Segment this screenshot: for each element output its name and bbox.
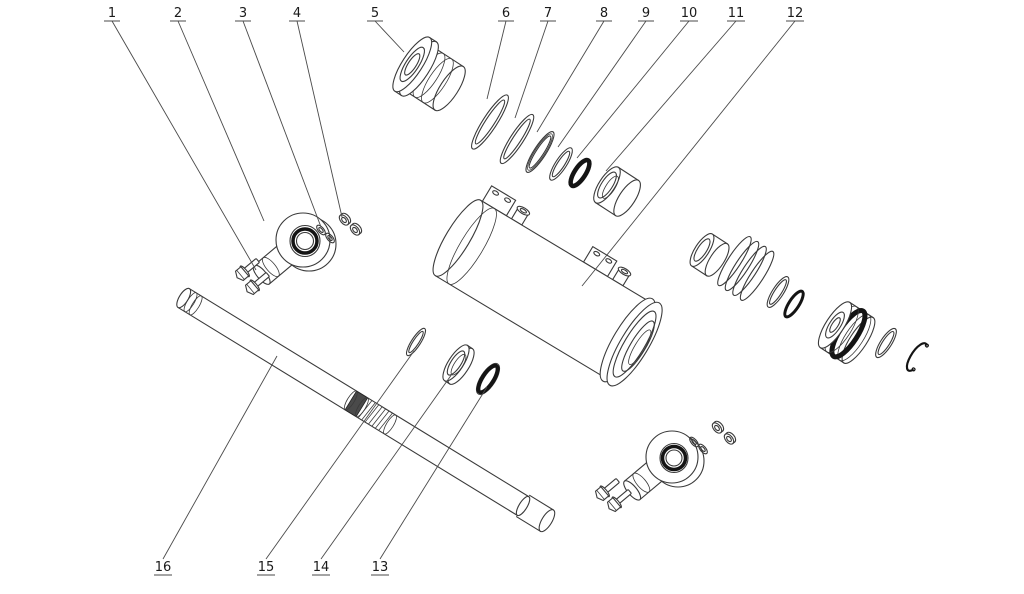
callout-label: 14 [313,560,330,575]
part-7-o-ring [499,113,535,165]
leader-line [320,373,453,560]
callout-10: 10 [576,6,698,159]
callout-2: 2 [170,6,265,222]
callout-7: 7 [514,6,556,119]
part-1-hex-bolt [234,258,260,282]
part-4-hex-nut [349,222,363,236]
part-11-bushing [593,166,641,217]
callout-16: 16 [154,355,278,576]
callout-1: 1 [104,6,257,271]
callout-label: 15 [258,560,275,575]
o-ring-dark [783,289,805,319]
leader-line [379,386,488,560]
part-4-hex-nut [338,212,352,226]
leader-line [576,20,690,159]
callout-label: 12 [787,6,804,21]
part-6-o-ring [471,94,509,150]
backup-ring [766,276,790,308]
leader-line [536,20,605,133]
part-15-ring [405,327,427,357]
leader-line [162,355,278,560]
part-13-o-ring [475,362,501,396]
callout-label: 1 [108,6,116,21]
callout-label: 9 [642,6,650,21]
leader-line [242,20,322,228]
leader-line [557,20,647,148]
callout-label: 10 [681,6,698,21]
washer [689,436,699,448]
hex-bolt [606,489,632,513]
callout-label: 13 [372,560,389,575]
callout-9: 9 [557,6,654,148]
leader-line [177,20,265,222]
part-3-washer [316,224,326,236]
leader-line [265,350,415,560]
leader-line [486,20,507,100]
leader-line [605,20,737,172]
coil-wear-rings [717,235,775,301]
piston-ring [875,327,897,359]
callout-5: 5 [367,6,405,53]
washer [698,443,708,455]
callout-14: 14 [312,373,453,576]
guide-bushing [689,233,730,277]
callout-label: 6 [502,6,510,21]
callout-label: 2 [174,6,182,21]
rod-eye [645,430,705,488]
retaining-c-clip [905,342,929,372]
callout-label: 11 [728,6,745,21]
callout-15: 15 [257,350,415,576]
part-1-hex-bolt [244,272,270,296]
callout-13: 13 [371,386,488,576]
leader-line [296,20,343,218]
callout-3: 3 [235,6,322,228]
callout-label: 4 [293,6,301,21]
part-8-rod-seal [525,131,555,173]
part-9-seal-ring [549,147,573,181]
piston [817,301,876,364]
piston-seal-group [689,233,929,372]
callouts: 1 2 3 4 5 6 7 [104,6,804,576]
part-14-seal-bushing [442,344,475,385]
hex-bolt [594,478,620,502]
leader-line [111,20,257,271]
part-12-cylinder-barrel [432,185,663,387]
callout-11: 11 [605,6,745,172]
part-16-piston-rod [176,287,556,533]
hex-nut [723,431,737,445]
callout-label: 7 [544,6,552,21]
callout-4: 4 [289,6,343,218]
callout-label: 8 [600,6,608,21]
barrel-port [611,266,632,287]
callout-8: 8 [536,6,612,133]
callout-label: 5 [371,6,379,21]
callout-12: 12 [581,6,804,287]
rod-eye-assembly-bottom [594,420,737,513]
callout-label: 3 [239,6,247,21]
callout-6: 6 [486,6,514,100]
leader-line [514,20,549,119]
leader-line [374,20,405,53]
leader-line [581,20,796,287]
part-3-washer [325,232,335,244]
rod-eye-assembly-top [234,212,363,296]
hex-nut [711,420,725,434]
part-10-o-ring-dark [568,157,592,189]
part-5-gland-cap [392,36,466,112]
callout-label: 16 [155,560,172,575]
